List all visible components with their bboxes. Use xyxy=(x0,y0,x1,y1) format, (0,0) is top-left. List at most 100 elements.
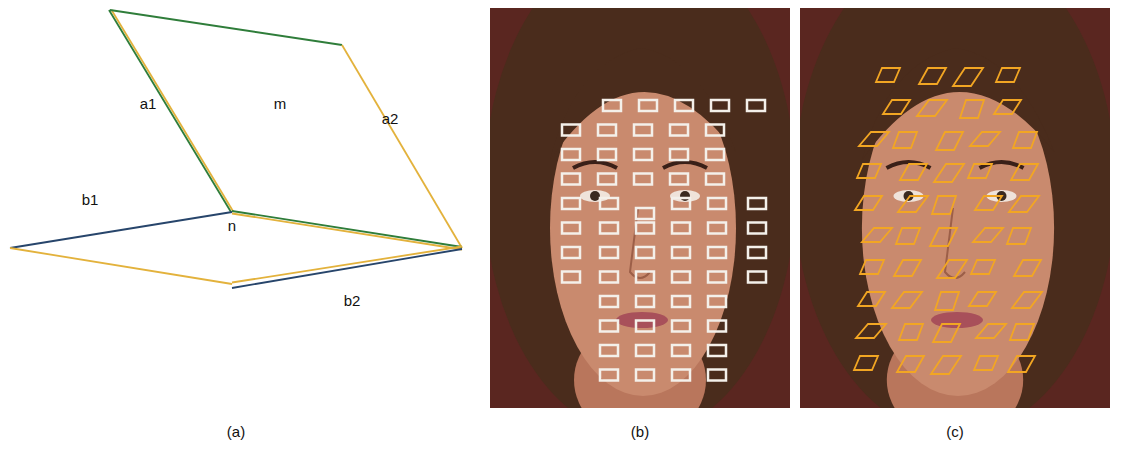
warped-window xyxy=(894,260,921,276)
warped-window xyxy=(973,228,1003,242)
warped-window xyxy=(898,196,928,212)
sample-window xyxy=(748,247,766,258)
warped-window xyxy=(933,324,960,342)
plane-edge xyxy=(232,249,462,288)
hair xyxy=(800,8,1110,408)
part-label: m xyxy=(274,96,287,111)
warped-window xyxy=(859,132,889,146)
sample-window xyxy=(672,272,690,283)
eyebrow xyxy=(663,162,707,168)
sample-window xyxy=(636,321,654,332)
warped-window xyxy=(994,100,1021,114)
sample-window xyxy=(636,345,654,356)
warped-window xyxy=(858,292,885,306)
sample-window xyxy=(636,272,654,283)
sample-window xyxy=(711,100,729,111)
warped-window xyxy=(1010,324,1034,340)
warped-window xyxy=(976,324,1006,338)
warped-window xyxy=(1011,164,1038,180)
sample-window xyxy=(708,345,726,356)
sample-window xyxy=(600,345,618,356)
sample-window xyxy=(636,247,654,258)
plane-edge xyxy=(10,212,232,248)
warped-window xyxy=(936,132,963,150)
plane-edge xyxy=(109,10,231,212)
sample-window xyxy=(562,223,580,234)
sample-window xyxy=(708,198,726,209)
sample-window xyxy=(748,198,766,209)
warped-window xyxy=(1009,196,1039,212)
sample-window xyxy=(672,296,690,307)
sample-window xyxy=(670,174,688,185)
warped-window xyxy=(1014,260,1041,276)
panel-caption: (b) xyxy=(631,424,649,439)
face-photo xyxy=(800,8,1110,408)
warped-window xyxy=(970,132,1000,146)
panel-a-geometry xyxy=(10,10,462,288)
warped-window xyxy=(857,164,881,178)
sample-window xyxy=(598,125,616,136)
sample-window xyxy=(634,174,652,185)
warped-window xyxy=(854,356,878,370)
warped-window xyxy=(975,196,1002,210)
sample-window xyxy=(706,149,724,160)
sample-window xyxy=(672,198,690,209)
sample-window xyxy=(672,345,690,356)
sample-window xyxy=(675,100,693,111)
warped-window xyxy=(876,68,900,82)
part-label: b2 xyxy=(344,293,361,308)
warped-window xyxy=(971,260,995,274)
sample-window xyxy=(636,208,654,219)
iris xyxy=(680,191,690,201)
eyebrow xyxy=(573,162,617,168)
warped-window xyxy=(953,68,983,86)
warped-window xyxy=(919,68,946,84)
warped-window xyxy=(856,324,886,338)
eye-white xyxy=(670,190,700,202)
sample-window xyxy=(670,149,688,160)
warped-window xyxy=(883,100,910,114)
part-label: b1 xyxy=(82,192,99,207)
sample-window xyxy=(600,198,618,209)
warped-window xyxy=(896,228,920,244)
plane-edge xyxy=(112,10,234,212)
sample-window xyxy=(598,174,616,185)
sample-window xyxy=(562,198,580,209)
warped-window xyxy=(893,132,917,148)
sample-window xyxy=(639,100,657,111)
warped-window xyxy=(892,292,922,308)
eye-white xyxy=(580,190,610,202)
warped-window xyxy=(1008,356,1035,372)
sample-window xyxy=(562,247,580,258)
sample-window xyxy=(706,125,724,136)
sample-window xyxy=(672,223,690,234)
sample-window xyxy=(600,272,618,283)
sample-window xyxy=(636,223,654,234)
sample-window xyxy=(748,223,766,234)
part-label: a2 xyxy=(382,111,399,126)
warped-window xyxy=(937,260,967,278)
sample-window xyxy=(672,247,690,258)
sample-window xyxy=(670,125,688,136)
face-photo xyxy=(490,8,790,408)
sample-window xyxy=(708,272,726,283)
plane-edge xyxy=(232,247,462,283)
sample-window xyxy=(708,223,726,234)
sample-window xyxy=(672,321,690,332)
eyebrow xyxy=(980,162,1024,168)
part-label: n xyxy=(226,217,238,234)
warped-window xyxy=(968,164,992,178)
plane-edge xyxy=(232,214,462,250)
hair-fringe xyxy=(862,48,1054,160)
sample-window xyxy=(748,272,766,283)
sample-window xyxy=(600,296,618,307)
warped-window xyxy=(930,228,957,246)
sample-window xyxy=(598,149,616,160)
warped-window xyxy=(960,100,984,118)
sample-window xyxy=(708,296,726,307)
plane-edge xyxy=(342,45,462,248)
warped-window xyxy=(1007,228,1031,244)
sample-window xyxy=(562,174,580,185)
